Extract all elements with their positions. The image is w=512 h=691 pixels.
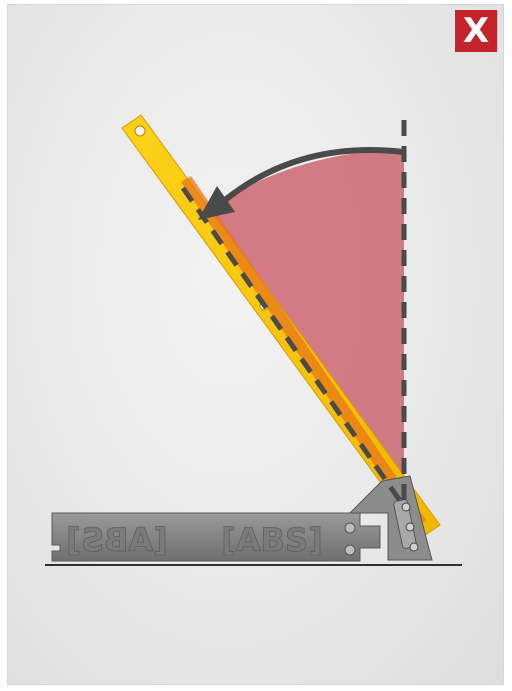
screw-icon — [409, 542, 419, 552]
hole-icon — [134, 125, 146, 137]
close-icon: X — [462, 11, 490, 51]
screw-icon — [344, 544, 356, 556]
base-label-left: [ABS] — [66, 521, 167, 559]
arm-guide-line — [180, 186, 408, 510]
close-button[interactable]: X — [455, 10, 497, 52]
screw-icon — [405, 522, 415, 532]
base-label-right: [ABS] — [221, 521, 322, 559]
screw-icon — [401, 502, 411, 512]
illustration-panel — [7, 4, 504, 685]
rotation-arrow — [223, 147, 405, 203]
base-plate — [51, 512, 381, 562]
screw-icon — [344, 522, 356, 534]
arrow-head-icon — [198, 186, 235, 220]
